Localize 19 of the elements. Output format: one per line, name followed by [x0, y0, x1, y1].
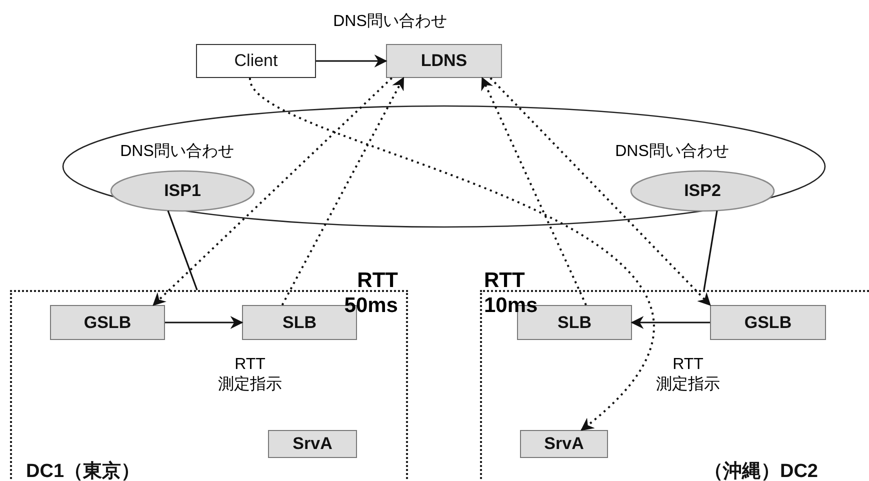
arrow [281, 76, 404, 306]
client-box: Client [196, 44, 316, 78]
arrow [152, 77, 392, 306]
isp-ellipse: ISP1 [110, 170, 255, 212]
server-box: SrvA [268, 430, 357, 458]
arrow [481, 76, 587, 306]
arrow [165, 316, 244, 329]
network-ellipse [62, 105, 826, 228]
arrow [316, 54, 388, 68]
server-box: LDNS [386, 44, 502, 78]
server-box: GSLB [50, 305, 165, 340]
server-box: GSLB [710, 305, 826, 340]
area-label: （沖縄）DC2 [704, 460, 818, 481]
arrow [490, 77, 711, 306]
arrow [630, 316, 710, 329]
area-label: DC1（東京） [26, 460, 140, 481]
server-box: SrvA [520, 430, 608, 458]
isp-ellipse: ISP2 [630, 170, 775, 212]
arrow [249, 77, 654, 431]
